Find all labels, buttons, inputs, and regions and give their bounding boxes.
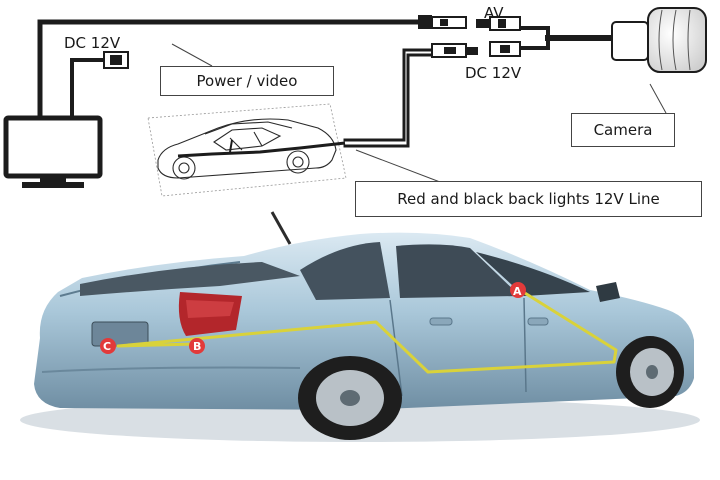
back-lights-callout: Red and black back lights 12V Line xyxy=(355,181,702,217)
wires xyxy=(37,19,615,148)
car-photo xyxy=(20,211,700,442)
dc-12v-camera-label: DC 12V xyxy=(465,64,522,82)
point-c-label: C xyxy=(103,340,112,353)
point-a-marker xyxy=(510,282,526,298)
inset-wiring-path xyxy=(177,141,346,158)
video-wire xyxy=(37,19,421,123)
car-sketch-inset xyxy=(147,103,347,197)
monitor-dc-wire xyxy=(70,58,108,122)
monitor-icon xyxy=(3,115,103,188)
camera-callout: Camera xyxy=(571,113,675,147)
power-video-callout: Power / video xyxy=(160,66,334,96)
point-c-marker xyxy=(100,338,116,354)
av-label: AV xyxy=(484,4,504,22)
dc-connector-monitor xyxy=(103,51,129,69)
power-line-wire xyxy=(343,48,434,142)
wiring-route xyxy=(116,288,618,374)
callout-lines xyxy=(171,43,667,183)
point-a-label: A xyxy=(513,285,522,298)
av-connector xyxy=(418,15,521,31)
camera-unit xyxy=(611,7,707,73)
dc-connector-camera xyxy=(431,41,521,58)
point-b-label: B xyxy=(193,340,202,353)
dc-12v-monitor-label: DC 12V xyxy=(64,34,121,52)
point-b-marker xyxy=(189,338,205,354)
av-lead-wire xyxy=(518,26,550,48)
power-line-wire-2 xyxy=(343,53,434,148)
